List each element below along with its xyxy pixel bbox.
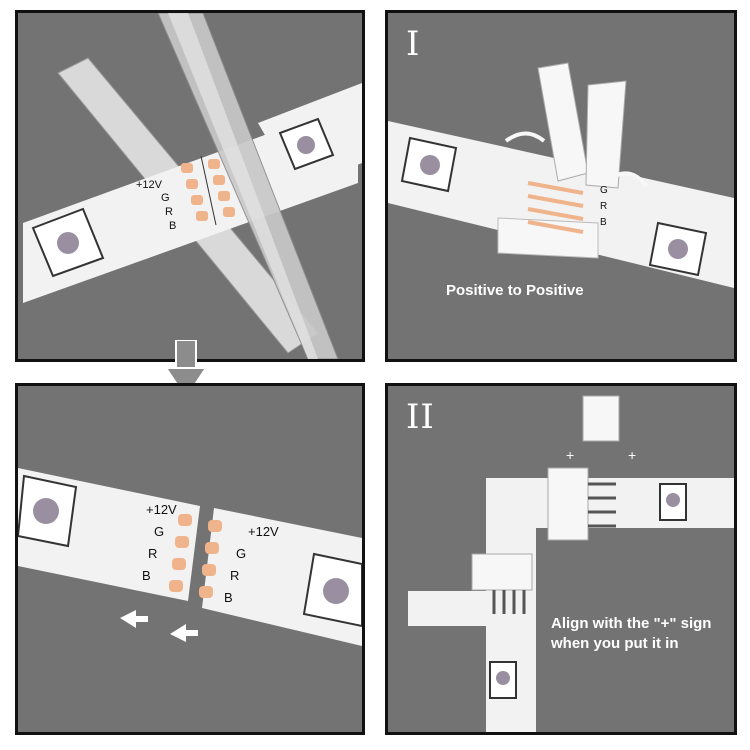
label-g: G [161,192,170,204]
label-r: R [600,201,607,212]
separated-strip-illustration: +12V G R B +12V G R B [18,468,362,646]
l-strip [486,478,734,732]
label-12v-right: +12V [248,524,279,539]
panel-step-one: G R B I Positive to Positive [385,10,737,362]
solder-pads [181,159,235,221]
label-b-left: B [142,568,151,583]
strip-stub [408,591,486,626]
connector-base [497,217,599,259]
led-strip [23,101,358,303]
led-strip [388,121,734,288]
led-chip-2 [302,552,362,628]
panel-cut-strip: +12V G R B [15,10,365,362]
label-g-left: G [154,524,164,539]
panel-step-two: + + II Align with the "+" sign when you … [385,383,737,735]
arrow-right-icon [170,624,198,642]
step-numeral: II [406,397,435,437]
plus-sign-left: + [566,447,574,463]
label-b: B [169,220,176,232]
rotate-arrow-left-icon [504,131,546,143]
label-r-right: R [230,568,239,583]
cut-strip-illustration: +12V G R B [23,13,362,359]
solder-pads [169,514,222,598]
cut-line [200,155,217,226]
led-chip [659,483,687,521]
label-b: B [600,217,607,228]
connector-cap-top [582,395,620,442]
led-chip-2 [489,661,517,699]
label-r: R [165,206,173,218]
step-caption: Positive to Positive [446,282,584,299]
connector-pins [492,482,616,614]
connector-body-side [471,553,533,591]
led-chip [18,474,78,548]
l-connector-illustration: + + [408,395,734,732]
plus-sign-right: + [628,447,636,463]
label-12v-left: +12V [146,502,177,517]
led-chip [400,136,458,193]
led-chip-2 [278,117,335,171]
label-12v: +12V [136,179,163,191]
label-g-right: G [236,546,246,561]
led-chip-2 [648,221,708,277]
label-b-right: B [224,590,233,605]
panel-separated-strip: +12V G R B +12V G R B [15,383,365,735]
connector-body-top [547,467,589,541]
label-g: G [600,185,608,196]
led-chip [31,207,105,278]
step-caption: Align with the "+" sign when you put it … [551,615,712,652]
step-numeral: I [406,24,421,64]
arrow-left-icon [120,610,148,628]
label-r-left: R [148,546,157,561]
connector-pins [527,181,584,234]
rotate-arrow-right-icon [609,171,648,188]
connector-clip-right [585,80,627,189]
connector-illustration: G R B [388,62,734,288]
